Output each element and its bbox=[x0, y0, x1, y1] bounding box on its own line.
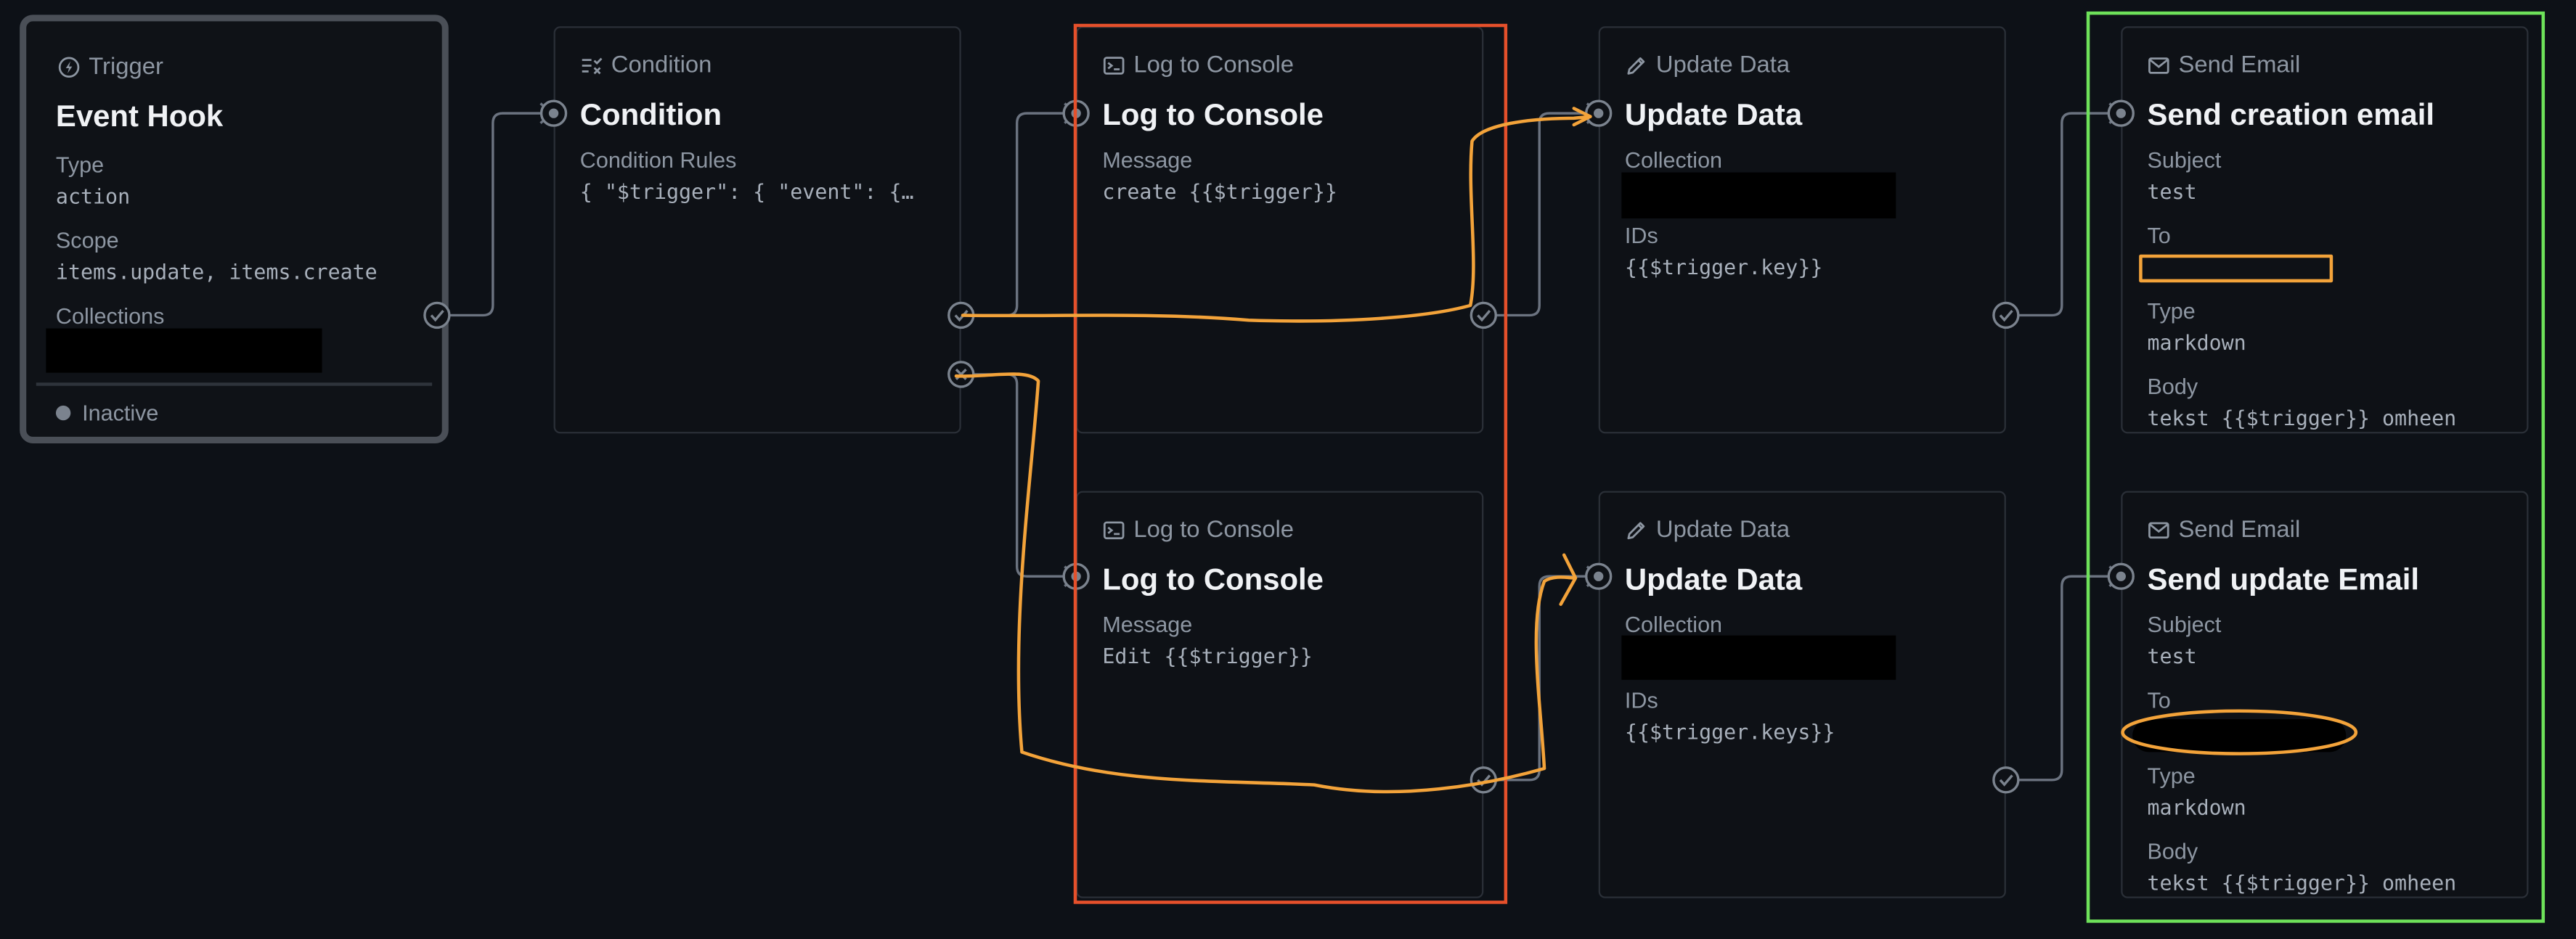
collection-label: Collection bbox=[1624, 612, 1723, 637]
connector-trigger-condition bbox=[436, 112, 553, 317]
panel-title: Condition bbox=[579, 97, 722, 132]
subject-value: test bbox=[2147, 644, 2197, 668]
panel-header: Send Email bbox=[2147, 517, 2300, 544]
body-label: Body bbox=[2147, 839, 2198, 864]
arrowhead bbox=[539, 102, 554, 124]
send-email-update-panel[interactable]: Send Email Send update Email Subject tes… bbox=[2121, 491, 2529, 898]
redacted-value bbox=[1621, 635, 1896, 680]
panel-type-label: Condition bbox=[611, 52, 712, 79]
ids-label: IDs bbox=[1624, 688, 1658, 713]
update-data-edit-panel[interactable]: Update Data Update Data Collection IDs {… bbox=[1598, 491, 2006, 898]
message-value: Edit {{$trigger}} bbox=[1102, 644, 1313, 668]
connector-condition-log-edit bbox=[961, 373, 1077, 578]
trigger-panel[interactable]: Trigger Event Hook Type action Scope ite… bbox=[20, 15, 449, 443]
connector-log-update-create bbox=[1483, 112, 1599, 317]
panel-title: Update Data bbox=[1624, 97, 1803, 132]
condition-rules-label: Condition Rules bbox=[579, 147, 737, 173]
condition-panel[interactable]: Condition Condition Condition Rules { "$… bbox=[553, 26, 961, 434]
type-label: Type bbox=[55, 152, 105, 178]
panel-type-label: Log to Console bbox=[1133, 52, 1295, 79]
message-label: Message bbox=[1102, 612, 1193, 637]
scope-value: items.update, items.create bbox=[55, 259, 378, 284]
panel-header: Log to Console bbox=[1102, 517, 1294, 544]
status-text: Inactive bbox=[82, 401, 159, 426]
annotation-arrowhead bbox=[1559, 553, 1578, 606]
panel-header: Update Data bbox=[1625, 517, 1790, 544]
type-value: markdown bbox=[2147, 795, 2246, 820]
collection-label: Collection bbox=[1624, 147, 1723, 173]
type-value: markdown bbox=[2147, 329, 2246, 355]
message-value: create {{$trigger}} bbox=[1102, 179, 1337, 204]
panel-header: Log to Console bbox=[1102, 52, 1295, 79]
panel-title: Update Data bbox=[1624, 561, 1803, 596]
ids-value: {{$trigger.keys}} bbox=[1624, 719, 1835, 745]
connector-log-update-edit bbox=[1483, 575, 1599, 782]
subject-value: test bbox=[2147, 179, 2197, 204]
panel-title: Event Hook bbox=[55, 98, 224, 134]
terminal-icon bbox=[1103, 57, 1125, 75]
subject-label: Subject bbox=[2147, 612, 2222, 637]
panel-type-label: Update Data bbox=[1655, 52, 1790, 79]
connector-update-email-create bbox=[2005, 112, 2121, 317]
type-label: Type bbox=[2147, 763, 2196, 789]
collections-label: Collections bbox=[55, 303, 165, 329]
scope-label: Scope bbox=[55, 228, 119, 253]
terminal-icon bbox=[1103, 521, 1125, 540]
mail-icon bbox=[2148, 57, 2169, 74]
panel-title: Log to Console bbox=[1102, 561, 1324, 596]
body-label: Body bbox=[2147, 374, 2198, 399]
arrowhead bbox=[1064, 102, 1078, 124]
condition-icon bbox=[582, 57, 603, 75]
condition-rules-value: { "$trigger": { "event": {… bbox=[579, 179, 914, 204]
update-data-create-panel[interactable]: Update Data Update Data Collection IDs {… bbox=[1598, 26, 2006, 434]
panel-header: Send Email bbox=[2147, 52, 2301, 79]
arrowhead bbox=[1586, 102, 1601, 124]
to-label: To bbox=[2147, 223, 2171, 248]
log-console-edit-panel[interactable]: Log to Console Log to Console Message Ed… bbox=[1076, 491, 1484, 898]
type-value: action bbox=[55, 184, 131, 209]
mail-icon bbox=[2148, 522, 2169, 539]
log-console-create-panel[interactable]: Log to Console Log to Console Message cr… bbox=[1076, 26, 1484, 434]
ids-label: IDs bbox=[1624, 223, 1658, 248]
panel-type-label: Update Data bbox=[1655, 517, 1790, 544]
send-email-create-panel[interactable]: Send Email Send creation email Subject t… bbox=[2121, 26, 2529, 434]
panel-header: Condition bbox=[580, 52, 712, 79]
divider bbox=[36, 382, 433, 385]
type-label: Type bbox=[2147, 298, 2196, 324]
status-dot bbox=[55, 405, 71, 421]
panel-title: Log to Console bbox=[1102, 97, 1324, 132]
panel-type-label: Send Email bbox=[2178, 52, 2301, 79]
arrowhead bbox=[1064, 565, 1078, 588]
panel-type-label: Trigger bbox=[89, 54, 163, 81]
ids-value: {{$trigger.key}} bbox=[1624, 254, 1823, 279]
annotation-arrowhead bbox=[1572, 107, 1592, 127]
connector-update-email-update bbox=[2005, 575, 2121, 782]
subject-label: Subject bbox=[2147, 147, 2222, 173]
to-label: To bbox=[2147, 688, 2171, 713]
panel-title: Send creation email bbox=[2147, 97, 2435, 132]
arrowhead bbox=[1586, 565, 1601, 588]
status-indicator: Inactive bbox=[55, 401, 159, 426]
connector-condition-log-create bbox=[961, 112, 1077, 317]
pencil-icon bbox=[1627, 522, 1645, 540]
arrowhead bbox=[2108, 102, 2123, 124]
redacted-value bbox=[2132, 719, 2347, 753]
arrowhead bbox=[2108, 565, 2123, 588]
pencil-icon bbox=[1627, 57, 1645, 75]
panel-type-label: Log to Console bbox=[1133, 517, 1295, 544]
bolt-icon bbox=[58, 57, 80, 78]
body-value: tekst {{$trigger}} omheen bbox=[2147, 405, 2457, 430]
panel-header: Trigger bbox=[57, 54, 163, 81]
message-label: Message bbox=[1102, 147, 1193, 173]
panel-header: Update Data bbox=[1625, 52, 1790, 79]
redacted-value bbox=[1621, 172, 1896, 218]
panel-title: Send update Email bbox=[2147, 561, 2420, 596]
panel-type-label: Send Email bbox=[2178, 517, 2301, 544]
redacted-value bbox=[46, 328, 322, 373]
body-value: tekst {{$trigger}} omheen bbox=[2147, 870, 2457, 895]
